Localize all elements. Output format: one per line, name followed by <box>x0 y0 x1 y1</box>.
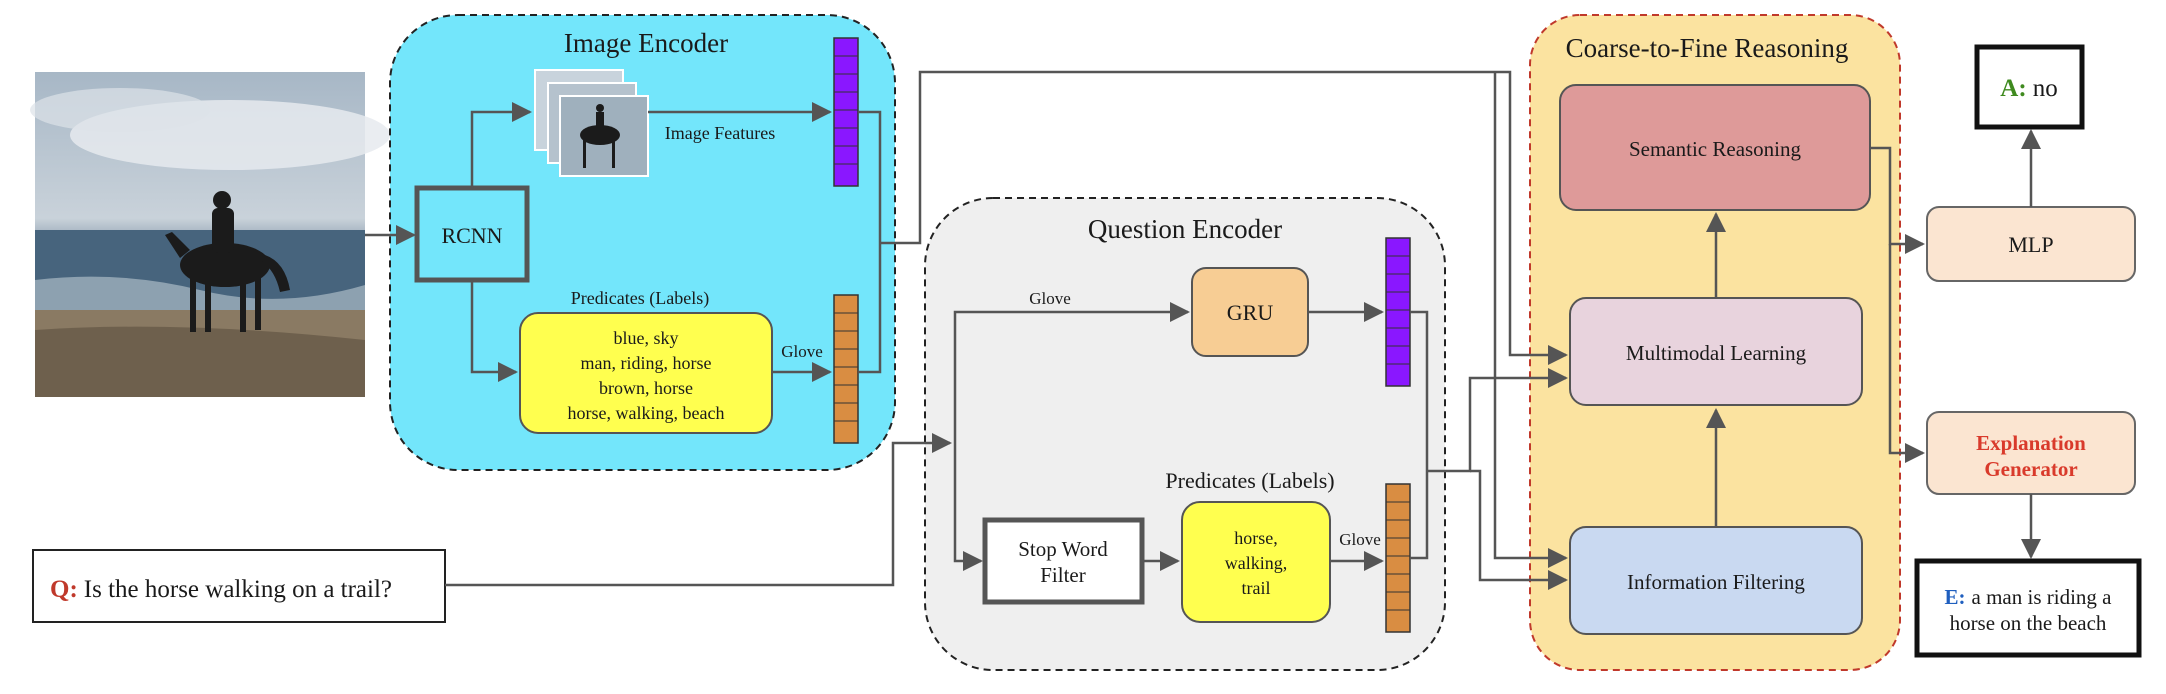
image-glove-label: Glove <box>781 342 823 361</box>
horse-rider-silhouette <box>165 191 290 332</box>
semantic-reasoning-label: Semantic Reasoning <box>1629 137 1802 161</box>
mlp-box: MLP <box>1926 206 2136 282</box>
explanation-generator-line-2: Generator <box>1984 457 2077 481</box>
connector-arrows <box>365 70 2041 590</box>
question-predicate-vector <box>1385 483 1411 633</box>
explanation-prefix: E: <box>1945 585 1966 609</box>
answer-text: no <box>2033 75 2058 102</box>
image-features-label: Image Features <box>665 123 775 143</box>
image-predicate-line-3: brown, horse <box>599 378 693 398</box>
question-predicate-line-2: walking, <box>1225 553 1288 573</box>
gru-box: GRU <box>1191 267 1309 357</box>
rcnn-label: RCNN <box>441 223 502 248</box>
answer-prefix: A: <box>2000 75 2026 102</box>
feature-thumbnails <box>534 69 649 177</box>
explanation-generator-line-1: Explanation <box>1976 431 2086 455</box>
explanation-line-2: horse on the beach <box>1950 611 2107 635</box>
image-predicate-vector <box>833 294 859 444</box>
question-prefix: Q: <box>50 576 78 603</box>
question-predicate-line-3: trail <box>1242 578 1271 598</box>
stop-word-filter-line-1: Stop Word <box>1018 537 1108 561</box>
multimodal-learning-label: Multimodal Learning <box>1626 341 1807 365</box>
question-predicates-box: horse, walking, trail <box>1181 501 1331 623</box>
multimodal-learning-box: Multimodal Learning <box>1569 297 1863 406</box>
stop-word-filter-line-2: Filter <box>1040 563 1086 587</box>
image-predicates-box: blue, sky man, riding, horse brown, hors… <box>519 312 773 434</box>
explanation-line-1: E:a man is riding a <box>1945 585 2113 609</box>
question-glove-top-label: Glove <box>1029 289 1071 308</box>
explanation-text-1: a man is riding a <box>1972 585 2113 609</box>
image-predicates-title: Predicates (Labels) <box>571 288 709 309</box>
answer-box: A: no <box>1974 44 2085 130</box>
image-predicate-line-2: man, riding, horse <box>581 353 712 373</box>
gru-label: GRU <box>1227 300 1274 325</box>
image-predicate-line-4: horse, walking, beach <box>568 403 725 423</box>
input-photo <box>30 72 390 397</box>
question-encoder-title: Question Encoder <box>1088 214 1282 244</box>
stop-word-filter-box: Stop Word Filter <box>982 517 1145 605</box>
explanation-box: E:a man is riding a horse on the beach <box>1914 558 2142 658</box>
question-predicate-line-1: horse, <box>1234 528 1278 548</box>
mlp-label: MLP <box>2008 232 2053 257</box>
rcnn-box: RCNN <box>414 185 530 283</box>
question-feature-vector <box>1385 237 1411 387</box>
answer-line: A: no <box>2000 75 2057 102</box>
information-filtering-box: Information Filtering <box>1569 526 1863 635</box>
question-glove-label: Glove <box>1339 530 1381 549</box>
information-filtering-label: Information Filtering <box>1627 570 1805 594</box>
image-feature-vector <box>833 37 859 187</box>
question-text-line: Q:Is the horse walking on a trail? <box>50 576 392 603</box>
question-input-box: Q:Is the horse walking on a trail? <box>32 549 446 623</box>
question-predicates-title: Predicates (Labels) <box>1165 468 1334 493</box>
image-encoder-title: Image Encoder <box>564 28 728 58</box>
semantic-reasoning-box: Semantic Reasoning <box>1559 84 1871 211</box>
image-predicate-line-1: blue, sky <box>614 328 679 348</box>
reasoning-title: Coarse-to-Fine Reasoning <box>1566 33 1849 63</box>
explanation-generator-box: Explanation Generator <box>1926 411 2136 495</box>
question-text: Is the horse walking on a trail? <box>84 576 392 603</box>
